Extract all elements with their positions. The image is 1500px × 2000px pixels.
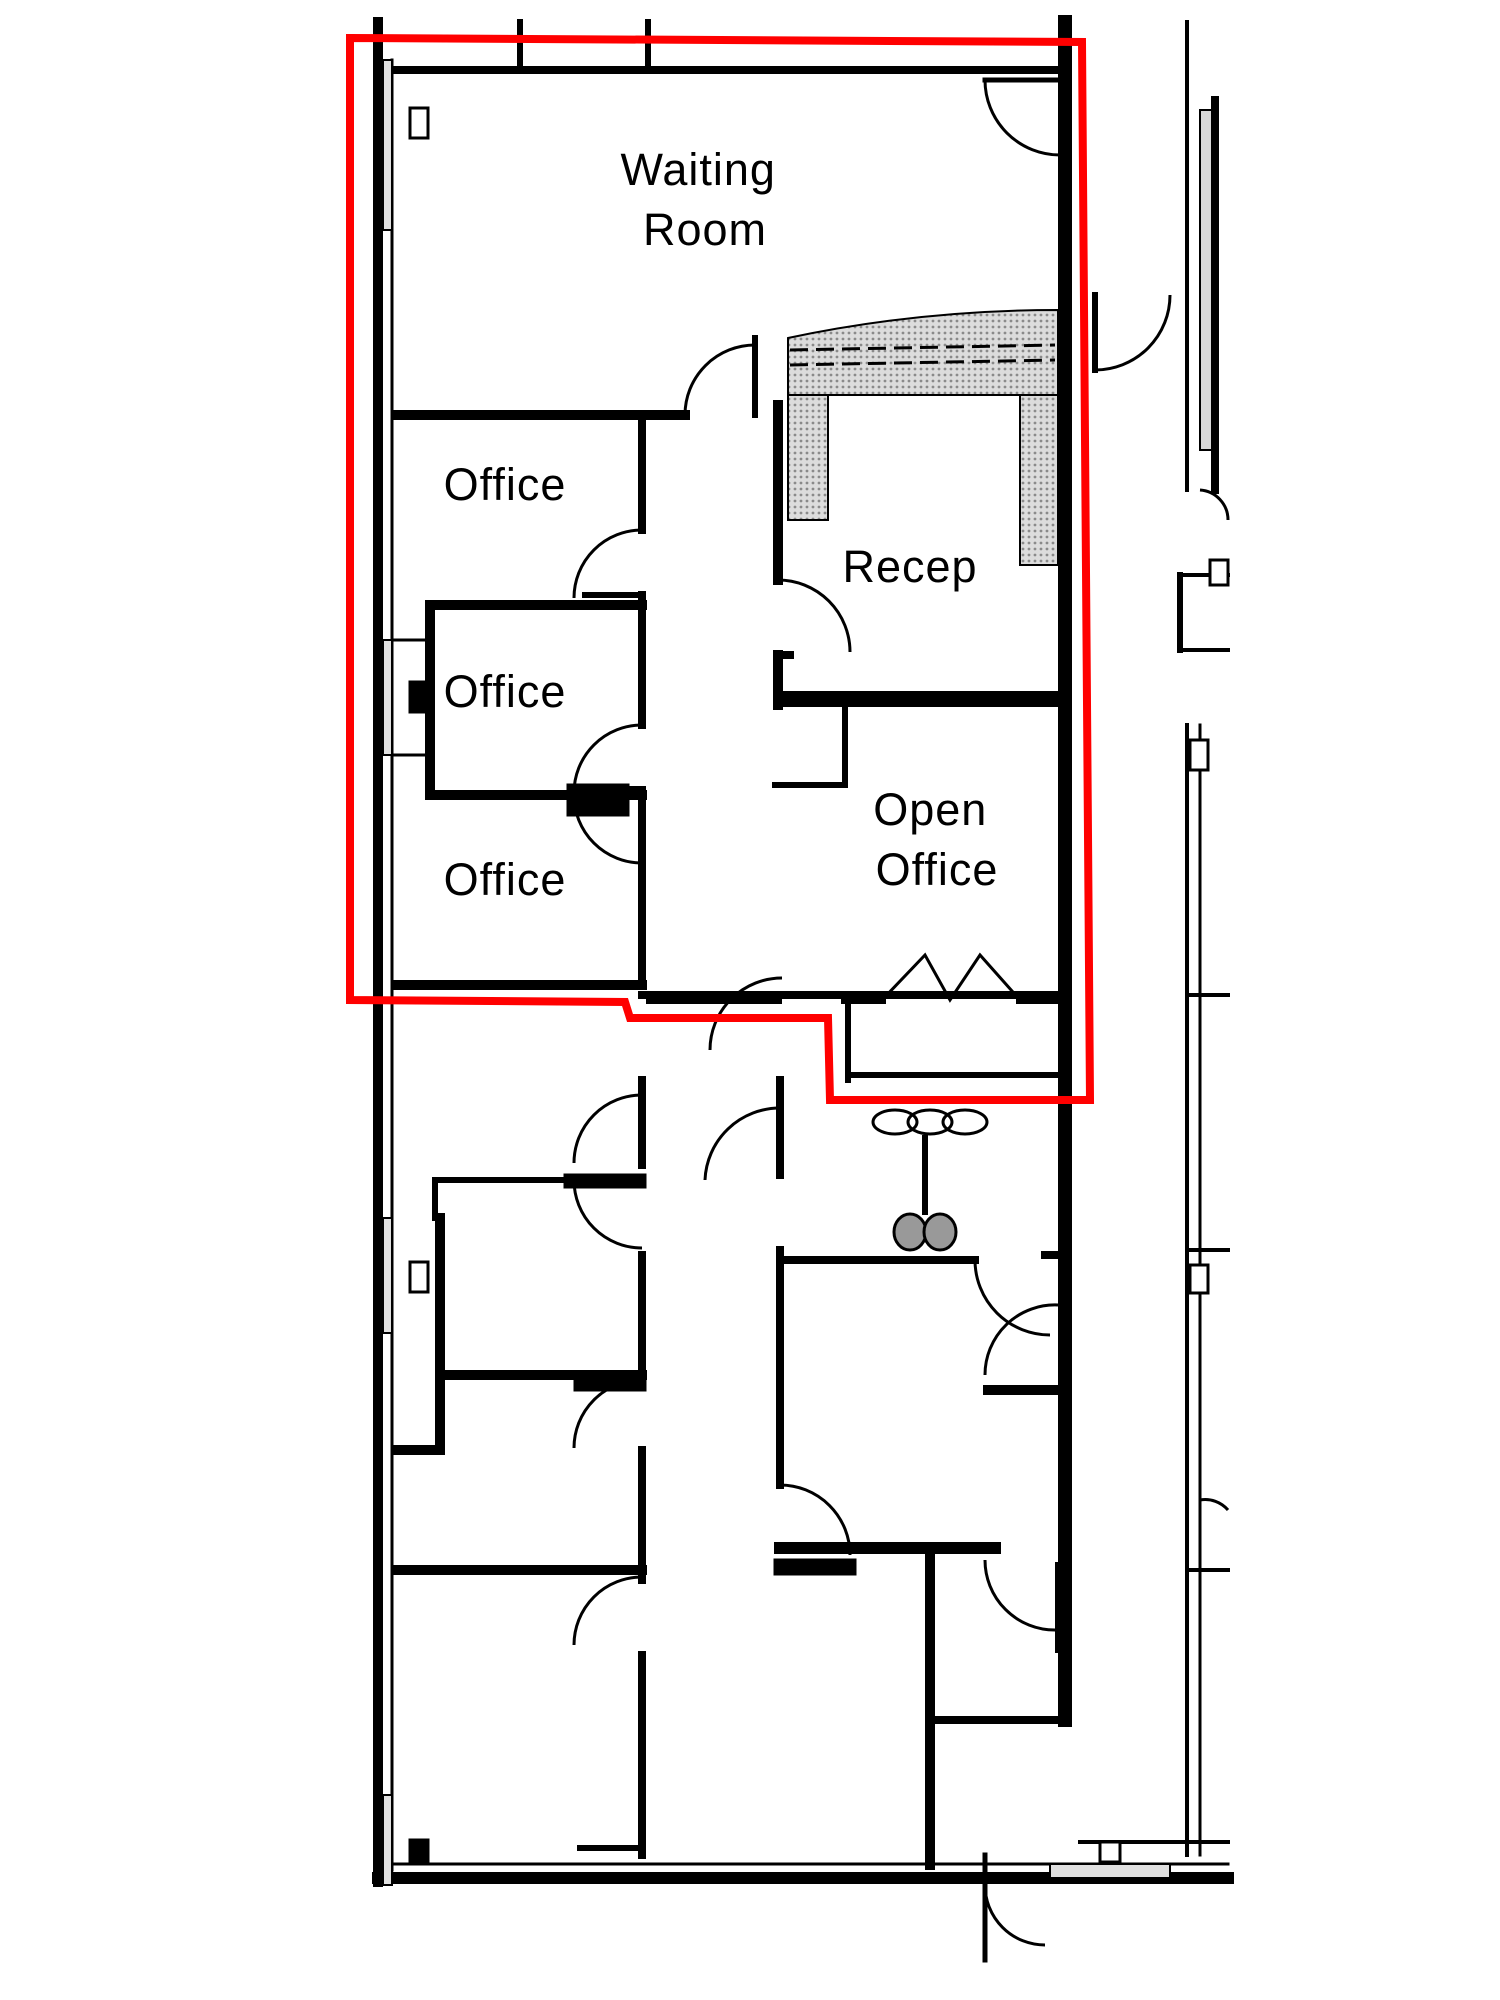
- room-labels: Waiting Room Office Office Office Recep …: [444, 144, 1001, 905]
- room-label-office-2: Office: [444, 666, 567, 717]
- room-label-reception: Recep: [842, 541, 977, 592]
- room-label-office-1: Office: [444, 459, 567, 510]
- windows: [382, 59, 1230, 1886]
- reception-counter: [787, 308, 1059, 566]
- room-label-waiting-room: Waiting Room: [621, 144, 790, 255]
- room-label-office-3: Office: [444, 854, 567, 905]
- fixtures: [563, 783, 989, 1576]
- room-label-open-office: Open Office: [873, 784, 1001, 895]
- highlighted-area-outline: [346, 33, 1095, 1104]
- walls: [372, 15, 1234, 1963]
